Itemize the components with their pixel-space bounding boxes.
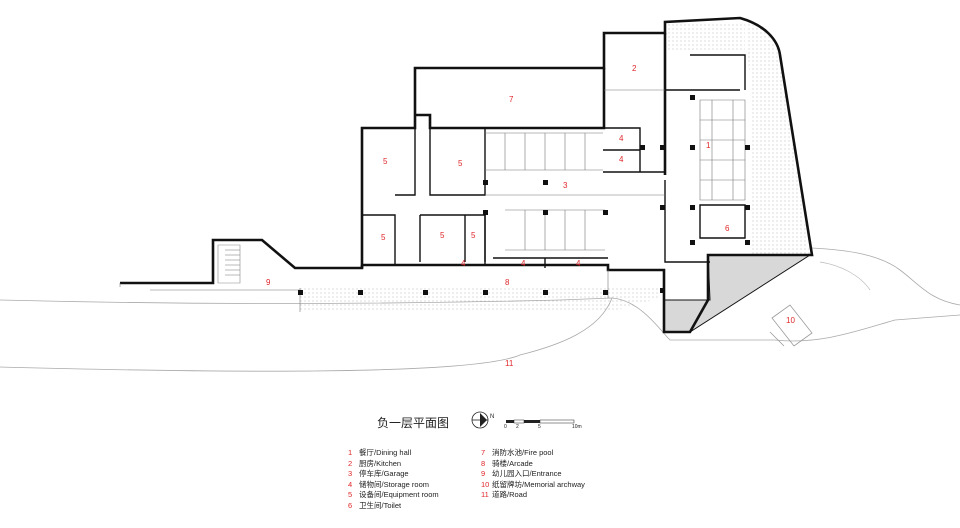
memorial-archway <box>769 304 813 347</box>
room-label: 4 <box>619 155 624 164</box>
legend-label: 消防水池/Fire pool <box>492 448 554 457</box>
legend-item: 2 厨房/Kitchen <box>348 459 439 470</box>
structural-columns <box>298 95 750 295</box>
dotted-right-embankment <box>745 22 810 255</box>
road-outline <box>0 297 613 372</box>
legend-num: 9 <box>481 469 486 478</box>
entrance-stairs <box>217 244 241 284</box>
legend-num: 1 <box>348 448 353 457</box>
legend-num: 2 <box>348 458 353 468</box>
legend-item: 5 设备间/Equipment room <box>348 490 439 501</box>
outer-walls <box>120 16 814 334</box>
road-curve-2 <box>819 261 871 291</box>
legend-label: 骑楼/Arcade <box>492 458 533 468</box>
room-labels: 1 2 3 4 4 4 4 4 5 5 5 5 5 6 7 8 9 10 11 <box>266 64 795 368</box>
legend-item: 6 卫生间/Toilet <box>348 501 439 512</box>
room-label: 10 <box>786 316 795 325</box>
legend-num: 6 <box>348 500 353 510</box>
scale-tick: 2 <box>516 424 519 430</box>
north-label: N <box>490 414 494 420</box>
legend-label: 设备间/Equipment room <box>359 490 439 499</box>
legend-label: 餐厅/Dining hall <box>359 448 412 457</box>
room-label: 4 <box>521 259 526 268</box>
scale-tick: 5 <box>538 424 541 430</box>
legend-item: 4 储物间/Storage room <box>348 480 439 491</box>
room-label: 5 <box>458 159 463 168</box>
legend-label: 储物间/Storage room <box>359 479 430 489</box>
legend-label: 厨房/Kitchen <box>359 458 402 468</box>
legend-label: 卫生间/Toilet <box>359 500 402 510</box>
road-edge-right <box>611 297 960 342</box>
scale-tick: 10m <box>572 424 582 430</box>
legend-label: 幼儿园入口/Entrance <box>492 469 562 478</box>
room-label: 5 <box>383 157 388 166</box>
legend-num: 11 <box>481 490 489 499</box>
room-label: 5 <box>471 231 476 240</box>
interior-walls <box>362 54 746 268</box>
room-label: 8 <box>505 278 510 287</box>
legend-label: 道路/Road <box>492 490 528 499</box>
legend-item: 7 消防水池/Fire pool <box>481 448 585 459</box>
scale-tick: 0 <box>504 424 507 430</box>
room-label: 4 <box>619 134 624 143</box>
room-label: 9 <box>266 278 271 287</box>
legend-num: 7 <box>481 448 486 457</box>
room-label: 11 <box>505 359 514 368</box>
legend-item: 9 幼儿园入口/Entrance <box>481 469 585 480</box>
room-label: 5 <box>381 233 386 242</box>
room-label: 1 <box>706 141 711 150</box>
legend-item: 1 餐厅/Dining hall <box>348 448 439 459</box>
legend-item: 8 骑楼/Arcade <box>481 459 585 470</box>
legend-right: 7 消防水池/Fire pool 8 骑楼/Arcade 9 幼儿园入口/Entran… <box>481 448 585 501</box>
parking-stalls <box>119 89 746 312</box>
legend-num: 4 <box>348 479 353 489</box>
legend-num: 3 <box>348 469 353 478</box>
room-label: 3 <box>563 181 568 190</box>
dotted-arcade-strip <box>300 288 660 312</box>
legend-num: 5 <box>348 490 353 499</box>
legend-num: 10 <box>481 479 490 489</box>
room-label: 5 <box>440 231 445 240</box>
legend-label: 纸留牌坊/Memorial archway <box>492 479 585 489</box>
room-label: 4 <box>576 259 581 268</box>
legend-label: 停车库/Garage <box>359 469 409 478</box>
scale-bar: 0 2 5 10m <box>504 419 582 430</box>
legend-item: 3 停车库/Garage <box>348 469 439 480</box>
room-label: 7 <box>509 95 514 104</box>
room-label: 4 <box>461 259 466 268</box>
north-arrow-icon: N <box>471 411 494 429</box>
dotted-top-strip <box>665 22 745 50</box>
room-label: 6 <box>725 224 730 233</box>
plan-title: 负一层平面图 <box>377 416 450 430</box>
room-label: 2 <box>632 64 637 73</box>
road-curve <box>811 247 960 306</box>
legend-num: 8 <box>481 458 486 468</box>
